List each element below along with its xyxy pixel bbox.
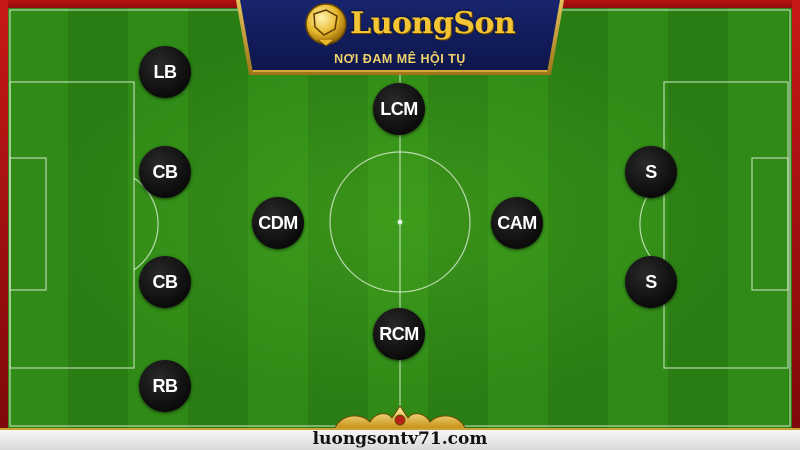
player-label: LCM [380,98,418,119]
player-rcm: RCM [373,308,425,360]
player-cb-2: CB [139,256,191,308]
footer-url[interactable]: luongsontv71.com [312,429,488,449]
player-rb: RB [139,360,191,412]
player-label: CB [152,161,179,182]
brand-logo-text: LuongSon [350,6,516,41]
player-cb-1: CB [139,146,191,198]
right-penalty-area [663,81,789,369]
frame-left [0,0,8,450]
player-lcm: LCM [373,83,425,135]
footer-bar [0,428,800,450]
player-label: LB [153,61,178,82]
player-label: CAM [497,212,537,233]
player-striker-1: S [625,146,677,198]
brand-tagline: NƠI ĐAM MÊ HỘI TỤ [334,52,466,66]
frame-right [792,0,800,450]
player-cdm: CDM [252,197,304,249]
player-label: RB [152,375,179,396]
left-penalty-area [9,81,135,369]
player-striker-2: S [625,256,677,308]
left-goal-area [9,157,47,291]
logo-banner [240,0,560,72]
player-label: S [645,161,657,182]
center-circle [329,151,471,293]
player-label: RCM [379,323,419,344]
player-label: CDM [258,212,298,233]
right-goal-area [751,157,789,291]
player-label: S [645,271,657,292]
center-spot [397,219,403,225]
player-lb: LB [139,46,191,98]
ball-emblem-icon [305,3,347,47]
player-label: CB [152,271,179,292]
player-cam: CAM [491,197,543,249]
footer-ornament-icon [333,405,467,430]
